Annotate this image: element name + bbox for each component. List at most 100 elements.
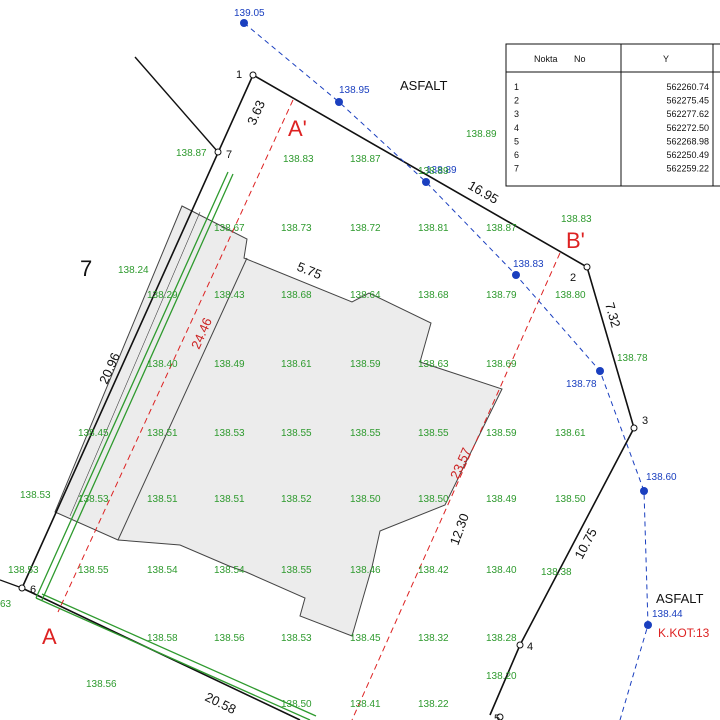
spot-elevation-label: 138.45 (78, 428, 109, 439)
spot-elevation-label: 138.51 (214, 494, 245, 505)
corner-point-number: 1 (236, 69, 242, 81)
spot-elevation-label: 138.67 (214, 223, 245, 234)
spot-elevation-label: 138.55 (78, 565, 109, 576)
spot-elevation-label: 138.50 (418, 494, 449, 505)
parcel-label: 7 (80, 256, 92, 281)
corner-point-marker (496, 713, 504, 720)
spot-elevation-label: 138.89 (418, 166, 449, 177)
section-mark-a: A (42, 624, 57, 649)
table-cell-y: 562268.98 (666, 136, 709, 146)
spot-elevation-label: 138.61 (555, 428, 586, 439)
table-cell-no: 6 (514, 150, 519, 160)
spot-elevation-label: 138.89 (466, 129, 497, 140)
neighbor-line (0, 579, 23, 589)
road-point-marker (512, 271, 520, 279)
spot-elevation-label: 138.63 (418, 359, 449, 370)
spot-elevation-label: 138.83 (561, 214, 592, 225)
spot-elevation-label: 138.49 (214, 359, 245, 370)
asphalt-label: ASFALT (656, 591, 704, 606)
spot-elevation-label: 138.40 (486, 565, 517, 576)
spot-elevation-label: 138.87 (486, 223, 517, 234)
corner-point-marker (630, 424, 638, 432)
corner-point-number: 3 (642, 415, 648, 427)
spot-elevation-label: 138.42 (418, 565, 449, 576)
table-cell-no: 4 (514, 123, 519, 133)
spot-elevation-label: 138.55 (418, 428, 449, 439)
spot-elevation-label: 138.45 (350, 633, 381, 644)
corner-point-number: 7 (226, 149, 232, 161)
spot-elevation-label: 138.61 (281, 359, 312, 370)
spot-elevation-label: 138.78 (617, 353, 648, 364)
table-header-nokta: Nokta (534, 54, 558, 64)
corner-point-marker (249, 71, 257, 79)
fence-line (41, 173, 234, 601)
spot-elevation-label: 138.59 (350, 359, 381, 370)
kot-label: K.KOT:13 (658, 626, 710, 640)
spot-elevation-label: 138.49 (486, 494, 517, 505)
road-point-marker (335, 98, 343, 106)
corner-point-number: 6 (30, 584, 36, 596)
spot-elevation-label: 138.28 (486, 633, 517, 644)
spot-elevation-label: 138.50 (281, 699, 312, 710)
road-point-marker (240, 19, 248, 27)
spot-elevation-label: 138.87 (176, 148, 207, 159)
spot-elevation-label: 138.20 (486, 671, 517, 682)
spot-elevation-label: 138.51 (147, 428, 178, 439)
spot-elevation-label: 138.69 (486, 359, 517, 370)
spot-elevation-label: 138.32 (418, 633, 449, 644)
spot-elevation-label: 138.46 (350, 565, 381, 576)
table-cell-y: 562277.62 (666, 109, 709, 119)
spot-elevation-label: 138.24 (118, 265, 149, 276)
road-elevation-label: 138.89 (426, 165, 457, 176)
road-point-marker (422, 178, 430, 186)
road-point-marker (596, 367, 604, 375)
spot-elevation-label: 138.38 (541, 567, 572, 578)
spot-elevation-label: 138.83 (283, 154, 314, 165)
neighbor-line (134, 56, 219, 153)
spot-elevation-label: 138.59 (486, 428, 517, 439)
table-cell-y: 562260.74 (666, 82, 709, 92)
road-elevation-label: 138.78 (566, 379, 597, 390)
spot-elevation-label: 138.55 (281, 565, 312, 576)
road-elevation-label: 138.95 (339, 85, 370, 96)
table-cell-no: 2 (514, 96, 519, 106)
building-partition (69, 211, 201, 517)
spot-elevation-label: 138.54 (147, 565, 178, 576)
spot-elevation-label: 138.51 (147, 494, 178, 505)
spot-elevation-label: 138.22 (418, 699, 449, 710)
spot-elevation-label: 138.53 (214, 428, 245, 439)
table-cell-y: 562259.22 (666, 164, 709, 174)
asphalt-label: ASFALT (400, 78, 448, 93)
table-cell-no: 1 (514, 82, 519, 92)
corner-point-number: 2 (570, 272, 576, 284)
table-header-y: Y (663, 54, 669, 64)
spot-elevation-label: 138.79 (486, 290, 517, 301)
dim-3-4: 10.75 (571, 526, 600, 562)
section-line-b (351, 252, 561, 720)
spot-elevation-label: 63 (0, 599, 12, 610)
spot-elevation-label: 138.68 (418, 290, 449, 301)
spot-elevation-label: 138.55 (281, 428, 312, 439)
road-elevation-label: 139.05 (234, 8, 265, 19)
table-cell-no: 5 (514, 136, 519, 146)
dim-building-top: 5.75 (295, 259, 324, 282)
spot-elevation-label: 138.81 (418, 223, 449, 234)
spot-elevation-label: 138.53 (281, 633, 312, 644)
spot-elevation-label: 138.54 (214, 565, 245, 576)
table-cell-no: 3 (514, 109, 519, 119)
section-line-a (57, 99, 294, 613)
spot-elevation-label: 138.87 (350, 154, 381, 165)
spot-elevation-label: 138.72 (350, 223, 381, 234)
spot-elevation-label: 138.64 (350, 290, 381, 301)
corner-point-marker (583, 263, 591, 271)
spot-elevation-label: 138.73 (281, 223, 312, 234)
fence-line (41, 593, 317, 717)
spot-elevation-label: 138.56 (214, 633, 245, 644)
spot-elevation-label: 138.58 (147, 633, 178, 644)
road-elevation-label: 138.83 (513, 259, 544, 270)
section-mark-b-prime: B' (566, 228, 585, 253)
spot-elevation-label: 138.52 (281, 494, 312, 505)
road-point-marker (644, 621, 652, 629)
